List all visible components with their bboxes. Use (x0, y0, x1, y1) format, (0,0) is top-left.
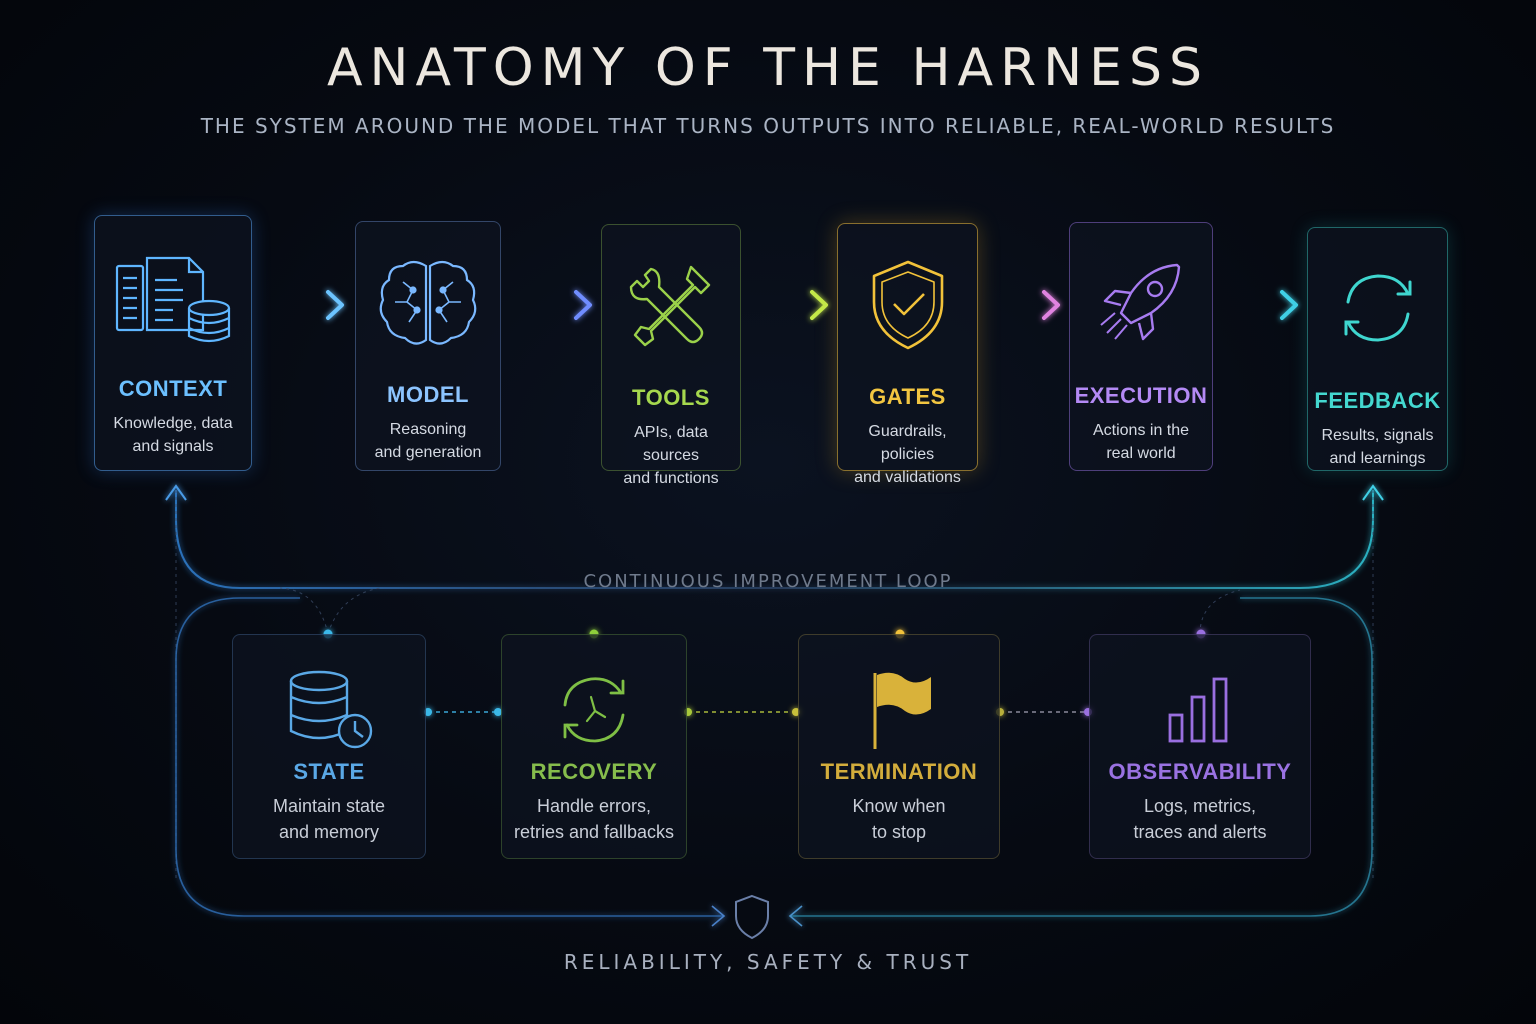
observability-card[interactable]: OBSERVABILITY Logs, metrics,traces and a… (1089, 634, 1311, 859)
reliability-frame (175, 597, 1373, 927)
recovery-label: RECOVERY (530, 759, 658, 784)
rocket-icon (1100, 263, 1181, 341)
loop-label: CONTINUOUS IMPROVEMENT LOOP (583, 571, 953, 592)
improvement-loop-line (165, 484, 1384, 589)
retry-cycle-icon (563, 677, 625, 743)
shield-icon (735, 894, 769, 940)
wrench-screwdriver-icon (629, 265, 711, 347)
observability-desc: Logs, metrics,traces and alerts (1133, 796, 1267, 842)
brain-icon (379, 260, 477, 345)
flag-icon (873, 672, 931, 749)
footer-label: RELIABILITY, SAFETY & TRUST (563, 950, 973, 974)
observability-label: OBSERVABILITY (1108, 759, 1292, 784)
gates-label: GATES (869, 384, 946, 409)
feedback-label: FEEDBACK (1314, 388, 1441, 413)
documents-database-icon (115, 256, 231, 343)
arrow-gates-execution (984, 290, 1060, 320)
arrow-tools-gates (750, 290, 828, 320)
tools-label: TOOLS (632, 385, 710, 410)
database-clock-icon (289, 670, 373, 749)
model-label: MODEL (387, 382, 469, 407)
arrow-execution-feedback (1220, 290, 1298, 320)
state-label: STATE (293, 759, 365, 784)
refresh-cycle-icon (1344, 274, 1411, 342)
bar-chart-icon (1168, 677, 1228, 743)
arrow-model-tools (510, 290, 592, 320)
page-subtitle: THE SYSTEM AROUND THE MODEL THAT TURNS O… (200, 114, 1336, 138)
termination-label: TERMINATION (820, 759, 978, 784)
context-label: CONTEXT (118, 376, 228, 401)
page-title: ANATOMY OF THE HARNESS (326, 38, 1210, 98)
execution-label: EXECUTION (1074, 383, 1208, 408)
recovery-desc: Handle errors,retries and fallbacks (513, 796, 675, 842)
shield-check-icon (872, 260, 943, 350)
recovery-card[interactable]: RECOVERY Handle errors,retries and fallb… (501, 634, 687, 859)
arrow-context-model (260, 290, 344, 320)
